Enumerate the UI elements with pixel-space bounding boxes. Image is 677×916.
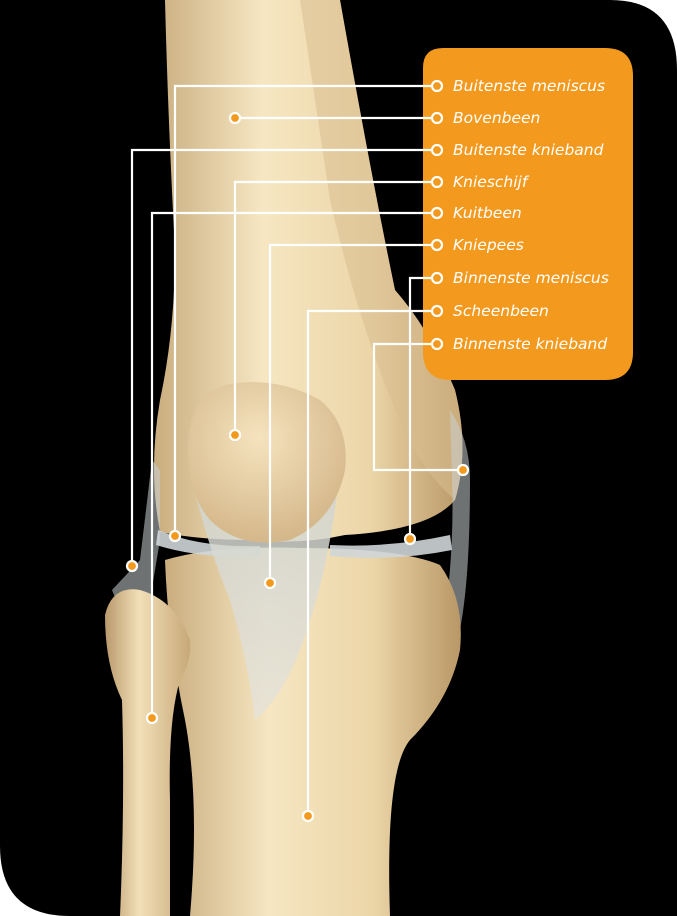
marker-ring-1	[432, 81, 442, 91]
label-kuitbeen: Kuitbeen	[453, 203, 522, 223]
point-binnenste-meniscus	[405, 534, 415, 544]
marker-ring-6	[432, 240, 442, 250]
point-binnenste-knieband	[458, 465, 468, 475]
point-kuitbeen	[147, 713, 157, 723]
point-buitenste-knieband	[127, 561, 137, 571]
label-scheenbeen: Scheenbeen	[453, 301, 549, 321]
label-binnenste-meniscus: Binnenste meniscus	[453, 268, 609, 288]
label-bovenbeen: Bovenbeen	[453, 108, 540, 128]
point-scheenbeen	[303, 811, 313, 821]
marker-ring-4	[432, 177, 442, 187]
label-kniepees: Kniepees	[453, 235, 524, 255]
marker-ring-5	[432, 208, 442, 218]
marker-ring-7	[432, 273, 442, 283]
label-buitenste-meniscus: Buitenste meniscus	[453, 76, 605, 96]
label-buitenste-knieband: Buitenste knieband	[453, 140, 603, 160]
point-kniepees	[265, 578, 275, 588]
point-bovenbeen	[230, 113, 240, 123]
marker-ring-2	[432, 113, 442, 123]
label-knieschijf: Knieschijf	[453, 172, 527, 192]
marker-ring-9	[432, 339, 442, 349]
point-knieschijf	[230, 430, 240, 440]
marker-ring-3	[432, 145, 442, 155]
marker-ring-8	[432, 306, 442, 316]
label-binnenste-knieband: Binnenste knieband	[453, 334, 607, 354]
point-buitenste-meniscus	[170, 531, 180, 541]
label-end-markers	[432, 81, 442, 349]
